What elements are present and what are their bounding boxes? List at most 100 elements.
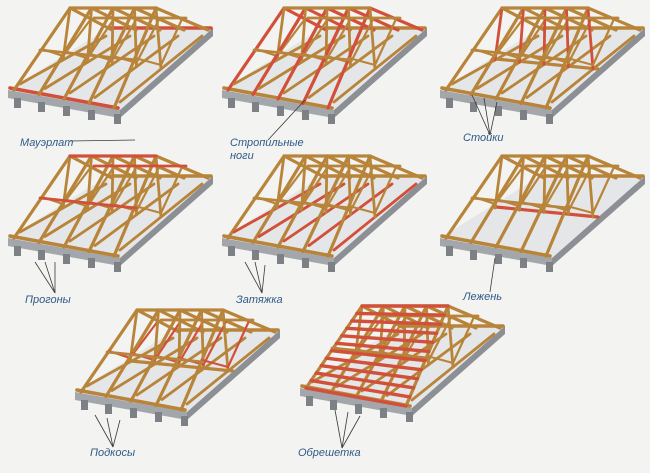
strut: [373, 165, 398, 215]
diagram-battens: [300, 304, 505, 422]
batten: [350, 319, 443, 326]
label-struts: Подкосы: [90, 447, 135, 459]
leader-line: [483, 97, 491, 136]
diagram-ties: [222, 154, 427, 272]
batten: [339, 334, 435, 345]
leader-line: [489, 257, 496, 293]
leader-line: [261, 264, 266, 294]
leader-line: [254, 261, 263, 294]
strut: [110, 165, 138, 210]
purlin-front: [105, 350, 205, 364]
strut: [300, 17, 329, 60]
label-battens: Обрешетка: [298, 447, 361, 459]
purlin-front: [38, 48, 138, 62]
strut: [86, 17, 115, 60]
wall-slab: [222, 28, 427, 124]
strut: [200, 358, 230, 369]
batten: [355, 311, 446, 317]
strut: [324, 17, 352, 62]
strut: [518, 17, 547, 60]
batten: [309, 378, 412, 399]
strut: [567, 165, 593, 212]
strut: [153, 319, 182, 362]
leader-line: [489, 101, 498, 136]
purlin-front: [38, 196, 138, 210]
strut: [159, 165, 184, 215]
leader-line: [471, 94, 491, 136]
wall-slab: [222, 176, 427, 272]
sill-beam: [494, 205, 600, 219]
label-rafters: ноги: [230, 150, 254, 162]
strut: [542, 17, 570, 62]
strut: [177, 319, 205, 364]
leader-line: [69, 139, 136, 142]
strut: [565, 56, 595, 67]
purlin-front: [252, 48, 352, 62]
strut: [110, 17, 138, 62]
strut: [349, 17, 375, 64]
purlin-front: [470, 196, 570, 210]
strut: [542, 165, 570, 210]
leader-line: [341, 415, 361, 449]
batten: [314, 371, 416, 390]
wall-slab: [440, 28, 645, 124]
label-ties: Затяжка: [236, 294, 283, 306]
wall-slab: [8, 28, 213, 124]
strut: [451, 315, 476, 365]
leader-line: [341, 411, 349, 449]
purlin-front: [330, 346, 430, 360]
wall-slab: [8, 176, 213, 272]
purlin-front: [470, 48, 570, 62]
label-mauerlat: Мауэрлат: [20, 137, 73, 149]
diagram-posts: [440, 6, 645, 124]
strut: [591, 165, 616, 215]
leader-line: [112, 419, 121, 448]
strut: [133, 56, 163, 67]
label-posts: Стойки: [463, 132, 504, 144]
batten: [334, 341, 431, 354]
strut: [425, 354, 455, 365]
leader-line: [267, 99, 306, 141]
batten: [324, 356, 423, 372]
strut: [135, 165, 161, 212]
diagram-rafters: [222, 6, 427, 124]
diagram-struts: [75, 308, 280, 426]
strut: [518, 165, 547, 208]
wall-slab: [440, 176, 645, 272]
strut: [135, 17, 161, 64]
leader-line: [34, 261, 56, 294]
strut: [133, 204, 163, 215]
leader-line: [94, 414, 114, 448]
wall-slab: [75, 330, 280, 426]
strut: [347, 56, 377, 67]
strut: [300, 165, 329, 208]
label-rafters: Стропильные: [230, 137, 304, 149]
leader-line: [106, 417, 114, 448]
strut: [349, 165, 375, 212]
strut: [159, 17, 184, 67]
leader-line: [244, 261, 263, 294]
diagram-purlins: [8, 154, 213, 272]
strut: [591, 17, 616, 67]
label-purlins: Прогоны: [25, 294, 71, 306]
strut: [427, 315, 453, 362]
batten: [329, 349, 427, 363]
strut: [347, 204, 377, 215]
leader-line: [44, 261, 56, 294]
label-sill: Лежень: [462, 291, 502, 303]
batten: [345, 326, 439, 335]
strut: [373, 17, 398, 67]
strut: [567, 17, 593, 64]
diagram-sill: [440, 154, 645, 272]
strut: [202, 319, 228, 366]
diagram-mauerlat: [8, 6, 213, 124]
purlin-front: [252, 196, 352, 210]
strut: [86, 165, 115, 208]
batten: [319, 363, 420, 381]
strut: [226, 319, 251, 369]
leader-line: [334, 409, 343, 449]
batten: [304, 386, 408, 408]
strut: [565, 204, 595, 215]
strut: [324, 165, 352, 210]
